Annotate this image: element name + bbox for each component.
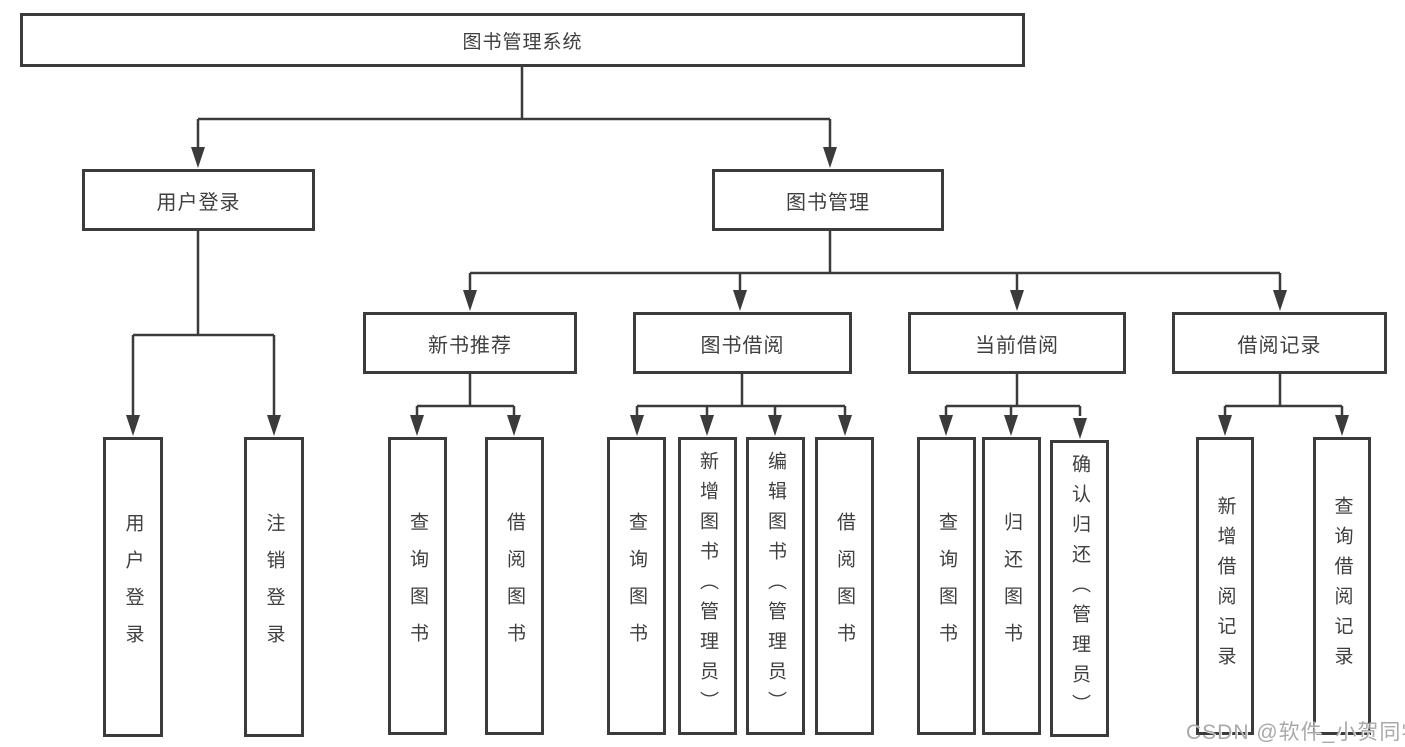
connector-bookmgmt-to-level2 [468, 231, 1282, 291]
leaf-cb-query-books: 查询图书 [917, 437, 976, 735]
leaf-cb-confirm-return-admin-label: 确认归还（管理员） [1069, 453, 1090, 724]
arrowheads-leaves [126, 415, 1349, 439]
node-current-borrowing-label: 当前借阅 [975, 334, 1059, 357]
node-book-management: 图书管理 [712, 169, 944, 231]
leaf-bb-edit-books-admin-label: 编辑图书（管理员） [765, 451, 786, 721]
node-book-management-label: 图书管理 [786, 191, 870, 214]
leaf-cb-confirm-return-admin: 确认归还（管理员） [1050, 440, 1109, 737]
leaf-bb-edit-books-admin: 编辑图书（管理员） [746, 437, 805, 735]
node-user-login-label: 用户登录 [156, 191, 241, 214]
node-book-borrowing: 图书借阅 [633, 312, 852, 374]
leaf-br-query-record: 查询借阅记录 [1313, 437, 1371, 735]
node-borrowing-records-label: 借阅记录 [1237, 334, 1322, 357]
connector-root-to-level1 [196, 67, 832, 148]
leaf-br-add-record-label: 新增借阅记录 [1214, 496, 1236, 676]
node-book-borrowing-label: 图书借阅 [700, 334, 785, 357]
leaf-bb-add-books-admin: 新增图书（管理员） [678, 437, 737, 735]
leaf-nb-query-books-label: 查询图书 [407, 512, 428, 660]
arrowheads-level1 [191, 147, 837, 168]
node-current-borrowing: 当前借阅 [908, 312, 1126, 374]
node-library-system: 图书管理系统 [20, 13, 1025, 67]
node-new-book-recommend: 新书推荐 [363, 312, 577, 374]
leaf-br-add-record: 新增借阅记录 [1196, 437, 1254, 735]
leaf-cb-return-books: 归还图书 [982, 437, 1041, 735]
leaf-bb-borrow-books-label: 借阅图书 [834, 512, 855, 660]
node-borrowing-records: 借阅记录 [1172, 312, 1387, 374]
leaf-bb-add-books-admin-label: 新增图书（管理员） [697, 451, 718, 721]
connector-borrow-to-leaves [635, 374, 847, 416]
connector-userlogin-to-leaves [131, 231, 276, 416]
node-new-book-recommend-label: 新书推荐 [428, 334, 512, 357]
leaf-nb-borrow-books-label: 借阅图书 [504, 512, 525, 660]
leaf-bb-borrow-books: 借阅图书 [815, 437, 874, 735]
node-library-system-label: 图书管理系统 [462, 31, 583, 53]
connector-current-to-leaves [944, 374, 1082, 416]
leaf-logout-login-label: 注销登录 [263, 513, 285, 661]
leaf-cb-query-books-label: 查询图书 [936, 512, 957, 660]
leaf-logout-login: 注销登录 [244, 437, 304, 737]
leaf-user-login: 用户登录 [103, 437, 163, 737]
leaf-user-login-label: 用户登录 [122, 513, 144, 661]
leaf-bb-query-books: 查询图书 [607, 437, 666, 735]
connector-newbook-to-leaves [415, 374, 516, 416]
node-user-login: 用户登录 [82, 169, 315, 231]
leaf-nb-query-books: 查询图书 [388, 437, 447, 735]
leaf-bb-query-books-label: 查询图书 [626, 512, 647, 660]
leaf-nb-borrow-books: 借阅图书 [485, 437, 544, 735]
leaf-cb-return-books-label: 归还图书 [1001, 512, 1022, 660]
leaf-br-query-record-label: 查询借阅记录 [1331, 496, 1353, 676]
arrowheads-level2 [463, 290, 1287, 311]
connector-record-to-leaves [1223, 374, 1344, 416]
csdn-watermark: CSDN @软件_小贺同学 [1186, 721, 1405, 744]
